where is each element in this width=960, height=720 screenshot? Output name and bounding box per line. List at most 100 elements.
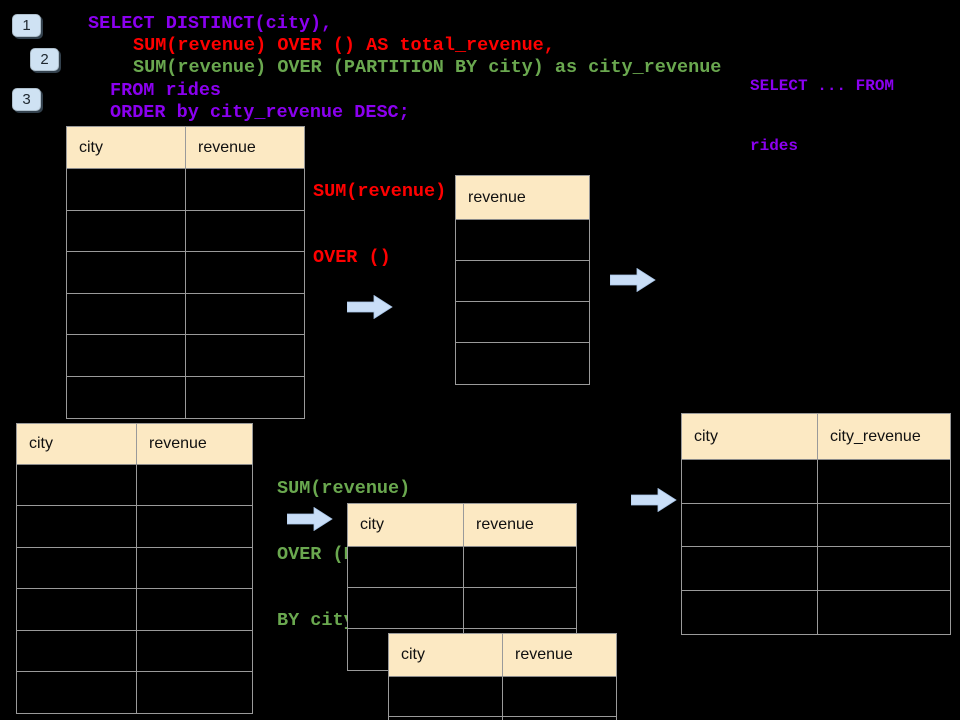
sql-line-select: SELECT DISTINCT(city), bbox=[88, 13, 333, 34]
table-row bbox=[17, 630, 252, 672]
sql-line-order: ORDER by city_revenue DESC; bbox=[110, 102, 410, 123]
sql-line-partition: SUM(revenue) OVER (PARTITION BY city) as… bbox=[133, 57, 722, 78]
step-badge-2-label: 2 bbox=[40, 51, 49, 68]
table-cell bbox=[389, 677, 503, 716]
from-rides-note-line1: SELECT ... FROM bbox=[750, 77, 895, 95]
column-header-city: city bbox=[17, 424, 137, 464]
table-cell bbox=[186, 252, 304, 293]
table-row bbox=[682, 460, 950, 504]
column-header-revenue: revenue bbox=[476, 516, 534, 533]
table-cell bbox=[137, 589, 252, 630]
table-cell bbox=[137, 630, 252, 671]
table-row bbox=[389, 717, 616, 720]
table-cell bbox=[389, 717, 503, 720]
table-row bbox=[67, 335, 304, 377]
table-row bbox=[17, 589, 252, 631]
column-header-city-revenue: city_revenue bbox=[830, 427, 921, 445]
table-cell bbox=[818, 460, 950, 503]
step-badge-2: 2 bbox=[30, 48, 59, 71]
table-cell bbox=[456, 261, 589, 301]
table-total-revenue: revenue bbox=[455, 175, 590, 385]
table-row bbox=[67, 252, 304, 294]
table-cell bbox=[682, 503, 818, 546]
table-cell bbox=[137, 547, 252, 589]
table-cell bbox=[682, 547, 818, 590]
step-badge-3: 3 bbox=[12, 88, 41, 111]
sql-line-from: FROM rides bbox=[110, 80, 222, 101]
table-cell bbox=[818, 547, 950, 590]
step-badge-3-label: 3 bbox=[22, 91, 31, 108]
table-cell bbox=[456, 220, 589, 260]
table-cell bbox=[17, 506, 137, 547]
arrow-right-icon bbox=[631, 488, 677, 512]
label-total-revenue: SUM(revenue) OVER () bbox=[313, 137, 446, 313]
table-row bbox=[17, 671, 252, 714]
table-row bbox=[17, 547, 252, 590]
table-row bbox=[682, 547, 950, 591]
from-rides-note-line2: rides bbox=[750, 137, 799, 155]
table-source-top-header: city revenue bbox=[67, 127, 304, 169]
step-badge-1-label: 1 bbox=[22, 17, 31, 34]
table-cell bbox=[456, 302, 589, 342]
table-cell bbox=[17, 589, 137, 630]
from-rides-note: SELECT ... FROM rides bbox=[750, 36, 894, 196]
table-cell bbox=[186, 293, 304, 334]
table-cell bbox=[186, 335, 304, 376]
table-cell bbox=[818, 590, 950, 634]
table-partition-front: city revenue bbox=[388, 633, 617, 720]
table-cell bbox=[503, 677, 616, 716]
table-cell bbox=[67, 169, 186, 210]
table-row bbox=[17, 506, 252, 548]
label-total-revenue-line1: SUM(revenue) bbox=[313, 181, 447, 202]
table-cell bbox=[464, 588, 576, 628]
table-cell bbox=[17, 547, 137, 589]
table-source-bottom: city revenue bbox=[16, 423, 253, 715]
column-header-city: city bbox=[348, 504, 464, 546]
column-header-revenue: revenue bbox=[515, 646, 573, 663]
table-cell bbox=[137, 671, 252, 714]
table-cell bbox=[503, 717, 616, 720]
label-partition-line1: SUM(revenue) bbox=[277, 478, 411, 499]
table-row bbox=[682, 590, 950, 634]
table-cell bbox=[348, 547, 464, 587]
table-cell bbox=[67, 252, 186, 293]
table-row bbox=[682, 503, 950, 547]
table-cell bbox=[137, 506, 252, 547]
table-cell bbox=[186, 169, 304, 210]
table-cell bbox=[137, 465, 252, 506]
table-row bbox=[456, 220, 589, 261]
table-source-bottom-header: city revenue bbox=[17, 424, 252, 465]
table-partition-back-header: city revenue bbox=[348, 504, 576, 547]
table-row bbox=[67, 376, 304, 418]
column-header-revenue: revenue bbox=[149, 435, 207, 452]
table-cell bbox=[67, 293, 186, 334]
label-total-revenue-line2: OVER () bbox=[313, 247, 391, 268]
column-header-revenue: revenue bbox=[468, 188, 526, 206]
table-cell bbox=[456, 343, 589, 384]
table-row bbox=[456, 343, 589, 384]
table-partition-front-header: city revenue bbox=[389, 634, 616, 677]
table-cell bbox=[17, 465, 137, 506]
column-header-revenue: revenue bbox=[198, 138, 256, 156]
table-result: city city_revenue bbox=[681, 413, 951, 635]
arrow-right-icon bbox=[610, 268, 656, 292]
table-total-revenue-header: revenue bbox=[456, 176, 589, 220]
arrow-right-icon bbox=[287, 507, 333, 531]
column-header-city: city bbox=[389, 634, 503, 676]
table-cell bbox=[67, 376, 186, 418]
table-row bbox=[348, 588, 576, 629]
table-cell bbox=[682, 460, 818, 503]
step-badge-1: 1 bbox=[12, 14, 41, 37]
table-row bbox=[348, 547, 576, 588]
table-cell bbox=[17, 671, 137, 714]
table-cell bbox=[17, 630, 137, 671]
table-row bbox=[67, 169, 304, 211]
table-row bbox=[456, 261, 589, 302]
arrow-right-icon bbox=[347, 295, 393, 319]
table-source-top: city revenue bbox=[66, 126, 305, 419]
table-cell bbox=[464, 547, 576, 587]
table-cell bbox=[67, 210, 186, 251]
table-row bbox=[67, 210, 304, 252]
sql-line-sum-over: SUM(revenue) OVER () AS total_revenue, bbox=[133, 35, 555, 56]
